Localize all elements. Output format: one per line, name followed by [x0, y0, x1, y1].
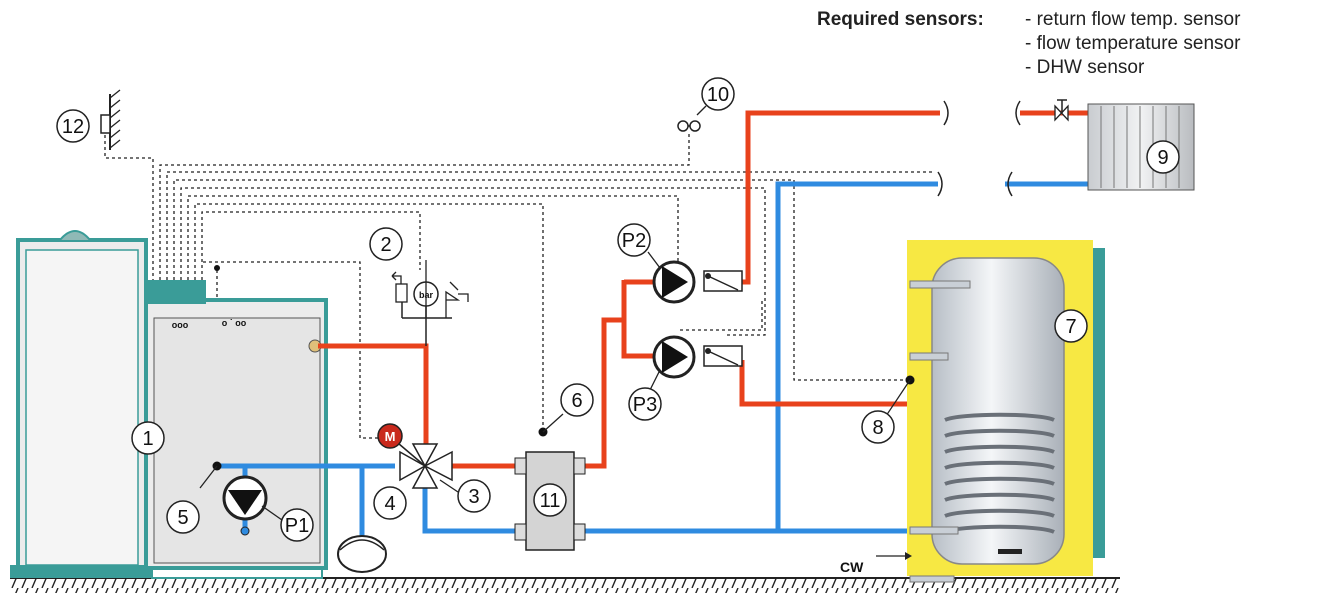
sensor-item-flow: - flow temperature sensor [1025, 33, 1241, 54]
sensor-legend-heading: Required sensors: [817, 9, 984, 30]
controller-box [148, 280, 206, 304]
svg-text:8: 8 [872, 417, 883, 439]
callout-8: 8 [861, 410, 895, 444]
callout-5: 5 [166, 500, 200, 534]
pump-p1 [222, 475, 268, 536]
svg-text:1: 1 [142, 428, 153, 450]
outdoor-sensor [100, 114, 111, 134]
cold-water-label: CW [840, 559, 864, 575]
sensor-item-return: - return flow temp. sensor [1025, 9, 1241, 30]
svg-text:5: 5 [177, 507, 188, 529]
svg-text:P1: P1 [285, 515, 309, 537]
svg-text:P2: P2 [622, 230, 646, 252]
svg-text:2: 2 [380, 234, 391, 256]
outdoor-wall [100, 89, 121, 150]
motor-label: M [385, 429, 396, 444]
pump-p2 [652, 260, 743, 304]
callout-9: 9 [1146, 140, 1180, 174]
svg-text:10: 10 [707, 84, 729, 106]
svg-text:ooo: ooo [172, 320, 189, 330]
callout-1: 1 [131, 421, 165, 455]
svg-text:P3: P3 [633, 394, 657, 416]
callout-2: 2 [369, 227, 403, 261]
svg-text:12: 12 [62, 116, 84, 138]
svg-text:o ˙ oo: o ˙ oo [222, 318, 247, 328]
svg-text:4: 4 [384, 493, 395, 515]
callout-4: 4 [373, 486, 407, 520]
expansion-vessel [337, 535, 387, 573]
svg-text:11: 11 [540, 490, 561, 512]
safety-group: bar [391, 271, 469, 346]
pipe-breaks [937, 100, 1021, 197]
svg-text:6: 6 [571, 390, 582, 412]
control-wiring [104, 134, 933, 466]
svg-text:9: 9 [1157, 147, 1168, 169]
pump-p3 [652, 335, 743, 379]
sensor-item-dhw: - DHW sensor [1025, 57, 1145, 78]
sensor-legend: Required sensors: - return flow temp. sen… [817, 8, 1240, 80]
callout-12: 12 [56, 109, 90, 143]
callout-11: 11 [533, 483, 567, 517]
motor-icon [377, 423, 403, 449]
boiler-1: ooo o ˙ oo [10, 230, 328, 579]
callout-p3: P3 [628, 387, 662, 421]
callout-6: 6 [560, 383, 594, 417]
callout-3: 3 [457, 479, 491, 513]
callout-p2: P2 [617, 223, 651, 257]
mixing-valve: M [377, 423, 453, 489]
svg-text:3: 3 [468, 486, 479, 508]
callout-p1: P1 [280, 508, 314, 542]
radiator [1054, 99, 1195, 191]
dhw-tank [876, 240, 1105, 583]
callout-7: 7 [1054, 309, 1088, 343]
check-valve-p2 [703, 270, 743, 292]
room-unit [677, 120, 701, 132]
svg-text:7: 7 [1065, 316, 1076, 338]
callout-10: 10 [701, 77, 735, 111]
check-valve-p3 [703, 345, 743, 367]
